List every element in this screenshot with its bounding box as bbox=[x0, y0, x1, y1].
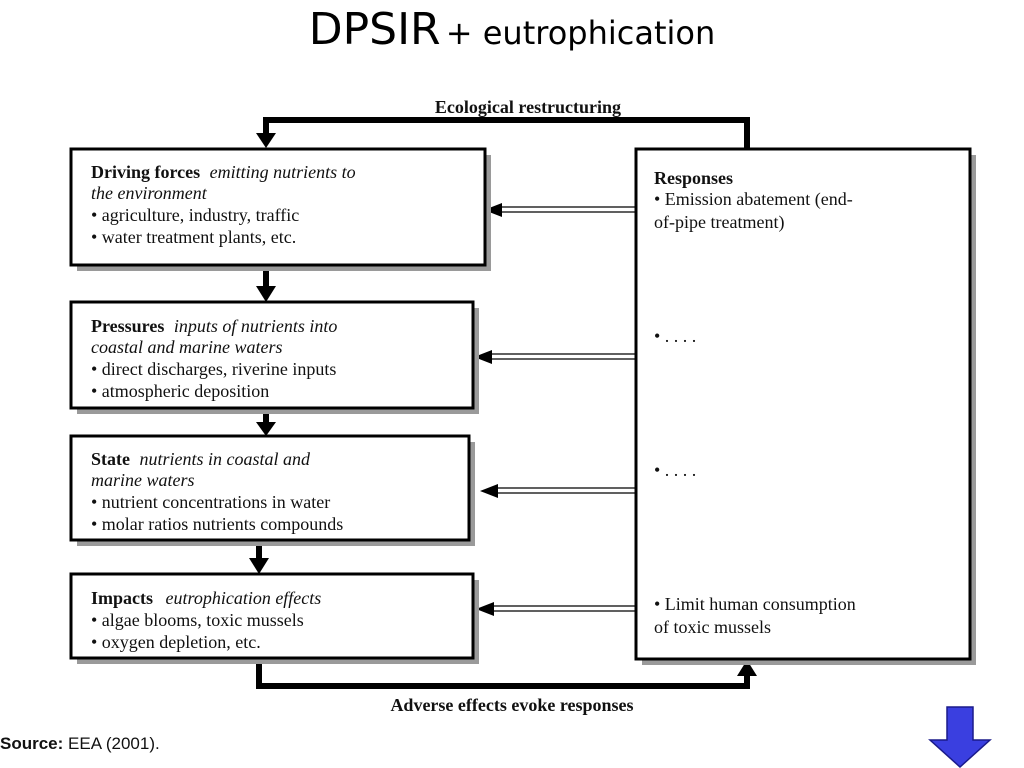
pressures-italic-2: coastal and marine waters bbox=[91, 337, 283, 357]
responses-item3: • . . . . bbox=[654, 460, 696, 480]
state-italic-1: nutrients in coastal and bbox=[140, 449, 311, 469]
slide-title: DPSIR + eutrophication bbox=[0, 4, 1024, 55]
responses-item4-line2: of toxic mussels bbox=[654, 617, 771, 637]
response-arrow-pressures bbox=[474, 350, 636, 364]
impacts-bullet-1: • algae blooms, toxic mussels bbox=[91, 610, 304, 630]
top-arrow-label: Ecological restructuring bbox=[435, 97, 621, 117]
box-impacts: Impacts eutrophication effects • algae b… bbox=[69, 572, 479, 664]
responses-item1-line2: of-pipe treatment) bbox=[654, 212, 784, 233]
svg-text:Pressures inputs of nu: Pressures inputs of nutrients into bbox=[91, 316, 337, 336]
box-pressures: Pressures inputs of nutrients into coast… bbox=[69, 300, 479, 414]
svg-text:Impacts eutrophication: Impacts eutrophication effects bbox=[91, 588, 321, 608]
svg-text:Driving forces emittin: Driving forces emitting nutrients to bbox=[91, 162, 356, 182]
top-feedback-connector bbox=[256, 117, 750, 148]
source-text: EEA (2001). bbox=[68, 734, 160, 753]
responses-item1-line1: • Emission abatement (end- bbox=[654, 189, 853, 210]
impacts-italic-1: eutrophication effects bbox=[166, 588, 322, 608]
responses-item4-line1: • Limit human consumption bbox=[654, 594, 856, 614]
state-heading: State bbox=[91, 449, 130, 469]
pressures-bullet-1: • direct discharges, riverine inputs bbox=[91, 359, 336, 379]
driving-forces-bullet-2: • water treatment plants, etc. bbox=[91, 227, 296, 247]
state-italic-2: marine waters bbox=[91, 470, 195, 490]
title-sub: + eutrophication bbox=[445, 14, 716, 52]
bottom-feedback-connector bbox=[256, 658, 757, 689]
flow-arrow-driving-to-pressures bbox=[256, 266, 276, 302]
pressures-heading: Pressures bbox=[91, 316, 164, 336]
driving-forces-italic-2: the environment bbox=[91, 183, 208, 203]
svg-text:State nutrients in coa: State nutrients in coastal and bbox=[91, 449, 311, 469]
response-arrow-impacts bbox=[476, 602, 636, 616]
title-main: DPSIR bbox=[308, 4, 441, 55]
bottom-arrow-label: Adverse effects evoke responses bbox=[390, 695, 633, 715]
responses-heading: Responses bbox=[654, 168, 733, 188]
pressures-bullet-2: • atmospheric deposition bbox=[91, 381, 269, 401]
box-state: State nutrients in coastal and marine wa… bbox=[69, 434, 475, 546]
responses-item2: • . . . . bbox=[654, 326, 696, 346]
state-bullet-2: • molar ratios nutrients compounds bbox=[91, 514, 343, 534]
impacts-heading: Impacts bbox=[91, 588, 153, 608]
impacts-bullet-2: • oxygen depletion, etc. bbox=[91, 632, 261, 652]
down-arrow-icon[interactable] bbox=[928, 706, 992, 768]
response-arrow-driving bbox=[484, 203, 636, 217]
driving-forces-italic-1: emitting nutrients to bbox=[210, 162, 356, 182]
pressures-italic-1: inputs of nutrients into bbox=[174, 316, 338, 336]
driving-forces-bullet-1: • agriculture, industry, traffic bbox=[91, 205, 299, 225]
driving-forces-heading: Driving forces bbox=[91, 162, 200, 182]
response-arrow-state bbox=[480, 484, 636, 498]
box-driving-forces: Driving forces emitting nutrients to the… bbox=[69, 147, 491, 271]
box-responses: Responses • Emission abatement (end- of-… bbox=[634, 147, 976, 665]
source-citation: Source: EEA (2001). bbox=[0, 734, 160, 754]
source-label: Source: bbox=[0, 734, 64, 753]
state-bullet-1: • nutrient concentrations in water bbox=[91, 492, 330, 512]
